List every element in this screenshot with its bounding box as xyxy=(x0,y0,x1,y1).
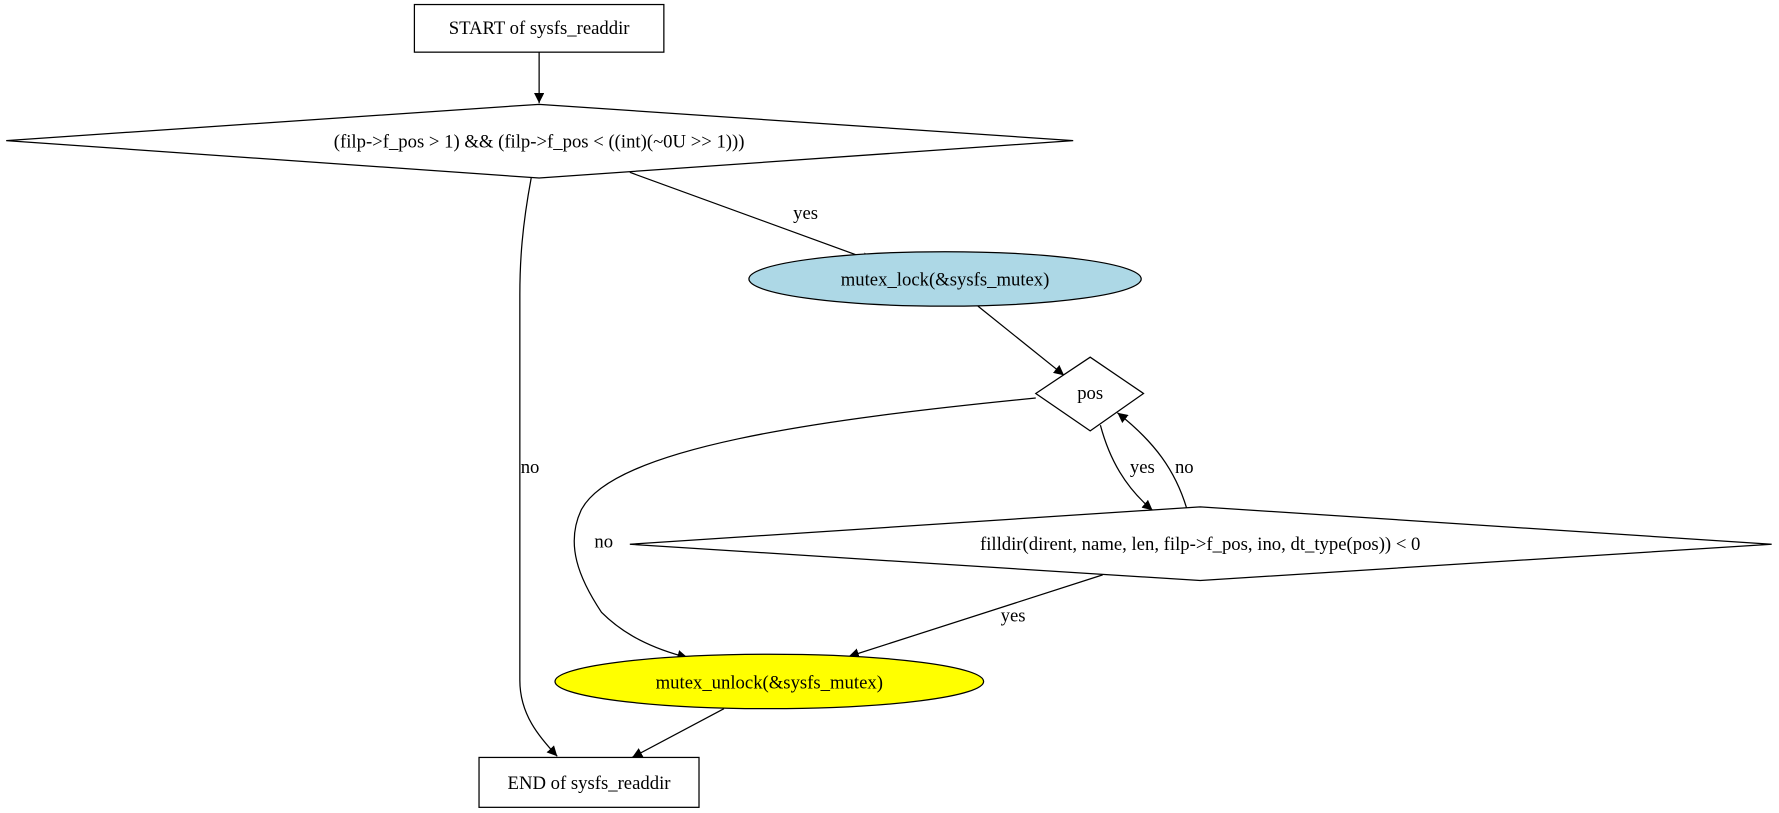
edge-lock-pos xyxy=(977,305,1065,376)
node-start-label: START of sysfs_readdir xyxy=(449,18,631,39)
edge-label-no: no xyxy=(521,457,540,478)
node-lock-label: mutex_lock(&sysfs_mutex) xyxy=(841,270,1050,291)
node-unlock: mutex_unlock(&sysfs_mutex) xyxy=(554,653,985,710)
node-lock: mutex_lock(&sysfs_mutex) xyxy=(748,251,1142,307)
node-pos-label: pos xyxy=(1077,383,1103,404)
edge-pos-filldir-yes xyxy=(1099,425,1153,511)
edge-label-yes: yes xyxy=(793,203,818,224)
edge-label-no: no xyxy=(594,532,613,553)
edge-filldir-pos-no xyxy=(1117,412,1188,509)
edge-cond1-end-no xyxy=(519,177,558,757)
edge-label-yes: yes xyxy=(1130,457,1155,478)
node-end: END of sysfs_readdir xyxy=(478,756,700,808)
node-cond1-label: (filp->f_pos > 1) && (filp->f_pos < ((in… xyxy=(334,131,745,152)
edge-label-yes: yes xyxy=(1001,605,1026,626)
node-cond1: (filp->f_pos > 1) && (filp->f_pos < ((in… xyxy=(6,103,1074,179)
edge-pos-unlock-no xyxy=(573,397,1036,661)
node-pos: pos xyxy=(1034,356,1145,432)
node-filldir: filldir(dirent, name, len, filp->f_pos, … xyxy=(629,506,1772,582)
node-filldir-label: filldir(dirent, name, len, filp->f_pos, … xyxy=(980,534,1420,555)
edge-cond1-lock-yes xyxy=(629,171,873,263)
node-unlock-label: mutex_unlock(&sysfs_mutex) xyxy=(656,672,883,693)
edge-unlock-end xyxy=(631,708,725,758)
node-end-label: END of sysfs_readdir xyxy=(508,773,672,794)
node-start: START of sysfs_readdir xyxy=(413,3,665,53)
edge-label-no: no xyxy=(1175,457,1194,478)
edge-filldir-unlock-yes xyxy=(848,574,1103,659)
